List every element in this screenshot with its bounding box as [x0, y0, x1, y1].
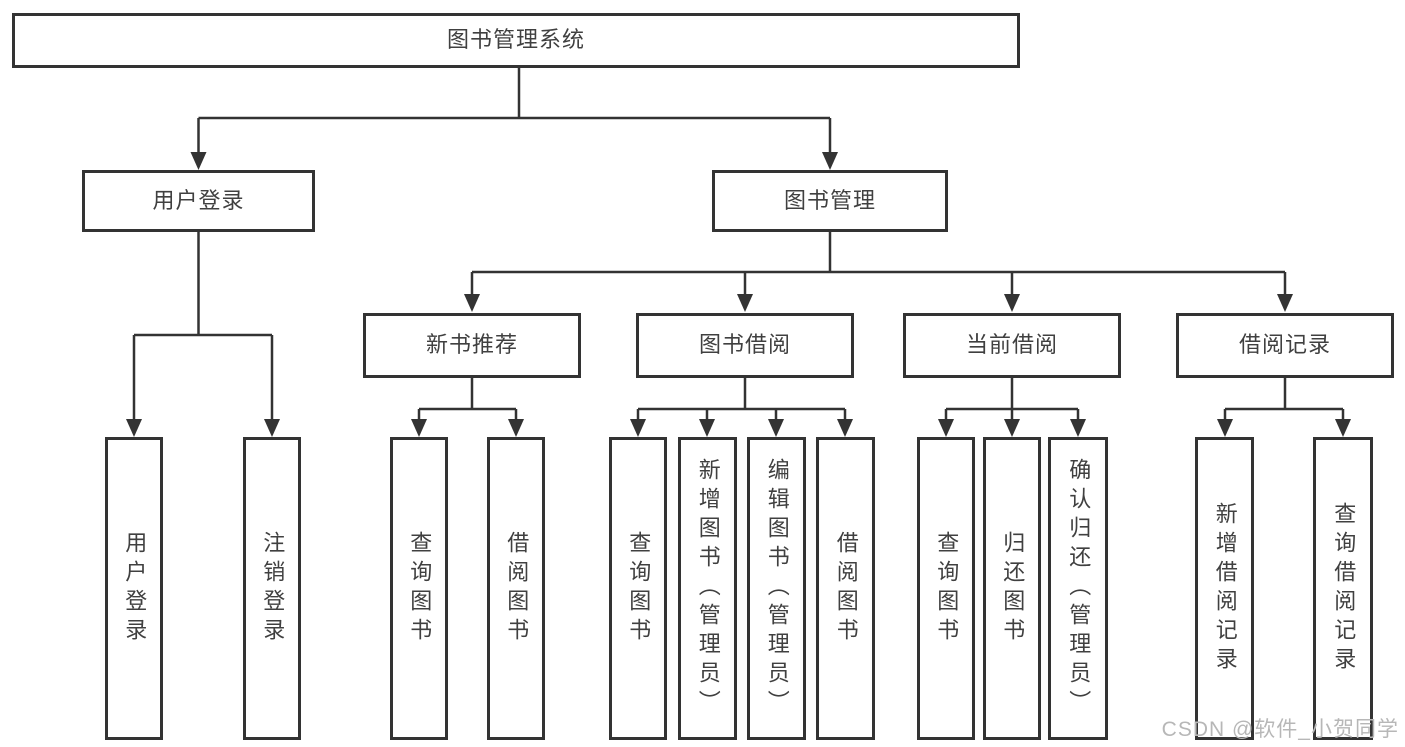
leaf-return-books: 归还图书: [983, 437, 1041, 740]
node-book-borrow: 图书借阅: [636, 313, 854, 378]
leaf-confirm-return-admin-label: 确认归还（管理员）: [1066, 458, 1092, 719]
leaf-current-query-books: 查询图书: [917, 437, 975, 740]
leaf-add-borrow-record-label: 新增借阅记录: [1212, 501, 1238, 676]
leaf-logout: 注销登录: [243, 437, 301, 740]
leaf-add-books-admin: 新增图书（管理员）: [678, 437, 737, 740]
node-user-login-label: 用户登录: [152, 187, 245, 213]
leaf-add-books-admin-label: 新增图书（管理员）: [695, 458, 721, 719]
node-borrow-records: 借阅记录: [1176, 313, 1394, 378]
leaf-recommend-borrow-books: 借阅图书: [487, 437, 545, 740]
node-user-login: 用户登录: [82, 170, 315, 232]
leaf-borrow-query-books-label: 查询图书: [626, 530, 652, 647]
node-new-book-recommend-label: 新书推荐: [425, 332, 518, 358]
leaf-borrow-query-books: 查询图书: [609, 437, 667, 740]
node-borrow-records-label: 借阅记录: [1238, 332, 1331, 358]
leaf-confirm-return-admin: 确认归还（管理员）: [1048, 437, 1108, 740]
node-book-management-label: 图书管理: [783, 187, 876, 213]
node-current-borrow: 当前借阅: [903, 313, 1121, 378]
node-current-borrow-label: 当前借阅: [965, 332, 1058, 358]
csdn-watermark: CSDN @软件_小贺同学: [1161, 718, 1399, 741]
leaf-query-borrow-record: 查询借阅记录: [1313, 437, 1373, 740]
node-root: 图书管理系统: [12, 13, 1020, 68]
leaf-edit-books-admin: 编辑图书（管理员）: [747, 437, 806, 740]
leaf-borrow-books: 借阅图书: [816, 437, 875, 740]
leaf-current-query-books-label: 查询图书: [934, 530, 960, 647]
leaf-edit-books-admin-label: 编辑图书（管理员）: [764, 458, 790, 719]
node-new-book-recommend: 新书推荐: [363, 313, 581, 378]
leaf-return-books-label: 归还图书: [1000, 530, 1026, 647]
node-book-borrow-label: 图书借阅: [698, 332, 791, 358]
leaf-recommend-query-books: 查询图书: [390, 437, 448, 740]
leaf-add-borrow-record: 新增借阅记录: [1195, 437, 1254, 740]
leaf-logout-label: 注销登录: [260, 530, 286, 647]
node-root-label: 图书管理系统: [446, 27, 585, 53]
leaf-recommend-query-books-label: 查询图书: [407, 530, 433, 647]
leaf-user-login-label: 用户登录: [122, 530, 148, 647]
arrowhead-icons: [126, 152, 1351, 437]
node-book-management: 图书管理: [712, 170, 948, 232]
leaf-borrow-books-label: 借阅图书: [833, 530, 859, 647]
leaf-recommend-borrow-books-label: 借阅图书: [504, 530, 530, 647]
leaf-query-borrow-record-label: 查询借阅记录: [1331, 501, 1357, 676]
leaf-user-login: 用户登录: [105, 437, 163, 740]
